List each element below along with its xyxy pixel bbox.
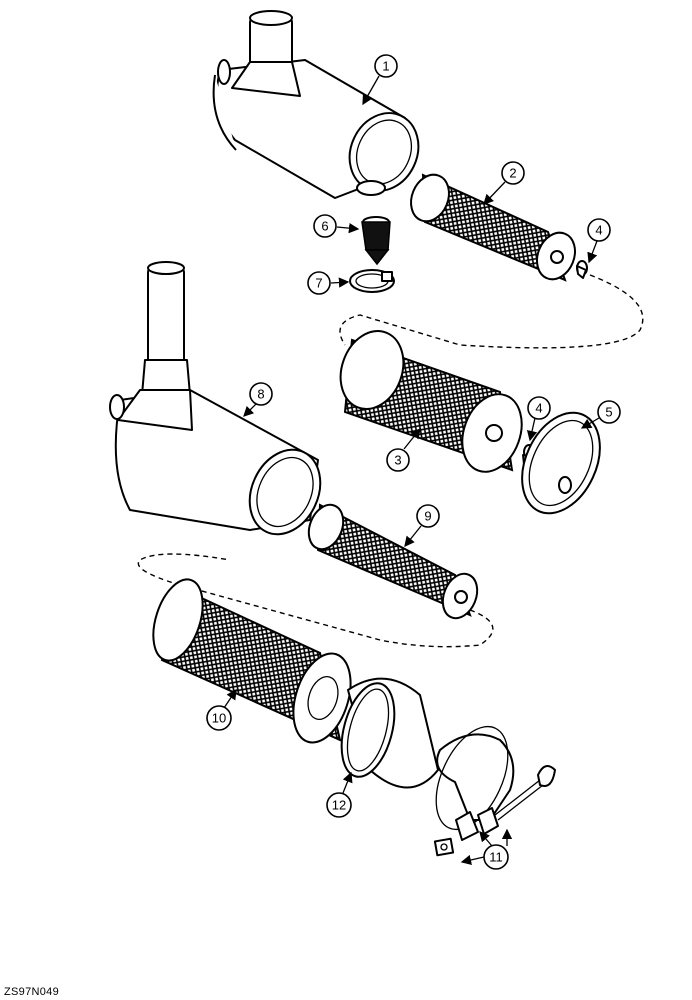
callout-7: 7 xyxy=(307,271,331,295)
cover-plate-part xyxy=(521,411,601,515)
callout-3: 3 xyxy=(386,448,410,472)
band-clamp-part xyxy=(433,725,556,857)
svg-text:11: 11 xyxy=(489,850,503,865)
svg-text:5: 5 xyxy=(605,405,612,420)
callout-6: 6 xyxy=(313,214,337,238)
figure-code: ZS97N049 xyxy=(4,986,59,998)
callout-9: 9 xyxy=(416,504,440,528)
callout-leaders xyxy=(223,75,600,866)
svg-text:8: 8 xyxy=(257,387,264,402)
primary-filter-lower-part xyxy=(152,578,352,744)
svg-text:6: 6 xyxy=(321,219,328,234)
inner-filter-upper-part xyxy=(410,173,576,282)
housing-lower-part xyxy=(109,261,322,536)
evacuator-valve-part xyxy=(361,216,391,266)
dust-cup-part xyxy=(340,677,439,789)
callout-12: 12 xyxy=(326,792,352,818)
svg-text:2: 2 xyxy=(509,166,516,181)
inner-filter-lower-part xyxy=(307,503,479,620)
svg-text:4: 4 xyxy=(595,223,602,238)
svg-text:7: 7 xyxy=(315,276,322,291)
callout-10: 10 xyxy=(206,705,232,731)
callout-8: 8 xyxy=(249,382,273,406)
callout-4-upper: 4 xyxy=(587,218,611,242)
svg-text:9: 9 xyxy=(424,509,431,524)
hose-clamp-part xyxy=(349,269,395,293)
svg-text:3: 3 xyxy=(394,453,401,468)
callout-11: 11 xyxy=(483,844,509,870)
svg-text:12: 12 xyxy=(332,798,346,813)
callout-2: 2 xyxy=(501,161,525,185)
dashed-leader-upper xyxy=(339,274,644,349)
svg-text:1: 1 xyxy=(382,59,389,74)
housing-upper-part xyxy=(212,10,420,199)
dashed-leader-middle xyxy=(137,553,494,648)
svg-text:4: 4 xyxy=(535,401,542,416)
svg-text:10: 10 xyxy=(212,711,226,726)
callout-5: 5 xyxy=(597,400,621,424)
wing-nut-upper-part xyxy=(576,260,588,279)
callout-1: 1 xyxy=(374,54,398,78)
callout-4-middle: 4 xyxy=(527,396,551,420)
primary-filter-upper-part xyxy=(339,330,523,473)
